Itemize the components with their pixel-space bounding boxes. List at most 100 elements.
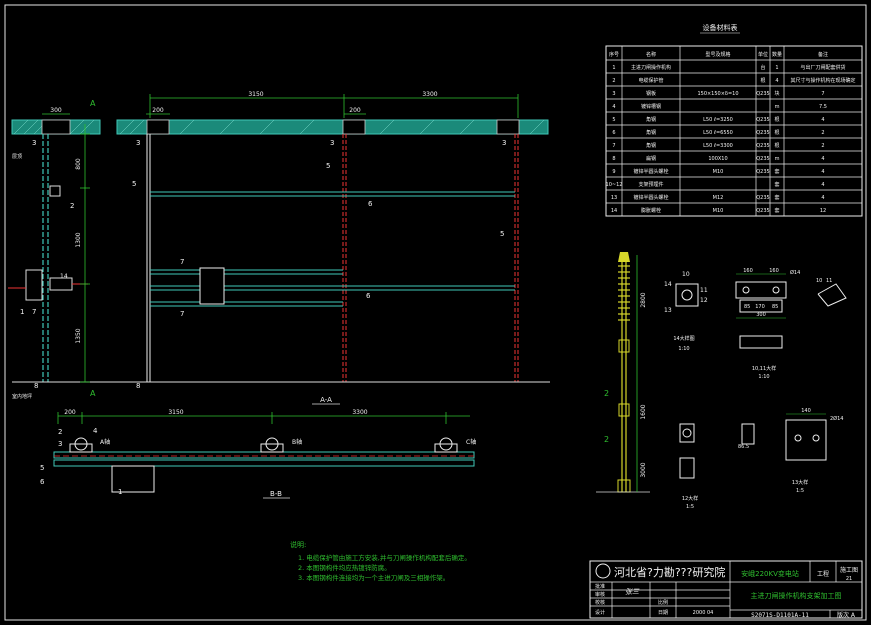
bb-callout-5: 5 (40, 464, 44, 472)
post-callout-2a: 2 (604, 389, 609, 398)
table-cell: 根 (774, 129, 779, 136)
dim-top-200a: 200 (152, 107, 164, 114)
table-cell: M10 (713, 169, 724, 175)
bb-callout-3: 3 (58, 440, 62, 448)
table-title: 设备材料表 (703, 23, 738, 32)
table-cell: 12 (820, 208, 826, 214)
table-cell: m (775, 156, 780, 162)
table-cell: Q235 (756, 143, 769, 149)
dim-d-86: 86.5 (738, 444, 749, 450)
post-callout-2b: 2 (604, 435, 609, 444)
table-cell: 7 (821, 91, 824, 97)
dim-side-1350: 1350 (75, 328, 82, 343)
bb-callout-6: 6 (40, 478, 45, 486)
table-cell: 2 (821, 130, 824, 136)
table-cell: 4 (821, 117, 824, 123)
bb-axis-c: C轴 (466, 438, 476, 446)
row-check: 校核 (595, 599, 605, 606)
table-cell: L50 ℓ=3300 (703, 143, 733, 149)
section-aa-label: A-A (320, 396, 332, 404)
side-callout-7: 7 (32, 308, 36, 316)
side-callout-1: 1 (20, 308, 24, 316)
aa-callout-6a: 6 (368, 200, 373, 208)
section-bb-label: B-B (270, 490, 282, 498)
bb-axis-b: B轴 (292, 438, 302, 446)
table-cell: 镀锌槽钢 (641, 103, 661, 110)
dim-top-3300: 3300 (422, 91, 437, 98)
stage-value: 施工图 (840, 566, 858, 574)
table-cell: 根 (774, 116, 779, 123)
table-cell: Q235 (756, 156, 769, 162)
d1011-callout-10: 10 (816, 278, 822, 284)
d14-scale: 1:10 (678, 346, 689, 352)
table-cell: 角钢 (646, 129, 656, 136)
table-cell: 3 (612, 91, 615, 97)
notes-title: 说明: (290, 540, 306, 549)
aa-callout-5a: 5 (132, 180, 136, 188)
drawing-number: S2071S-D1101A-11 (751, 612, 809, 619)
side-floor-label: 室内地坪 (12, 393, 32, 400)
table-cell: 150×150×δ=10 (697, 91, 738, 97)
dim-side-300: 300 (50, 107, 62, 114)
table-cell: 4 (821, 156, 824, 162)
dim-d-14: Ø14 (790, 269, 800, 276)
table-cell: 6 (612, 130, 615, 136)
dim-side-1300: 1300 (75, 232, 82, 247)
table-cell: 4 (821, 195, 824, 201)
bb-callout-1: 1 (118, 488, 122, 496)
signature: 张三 (625, 588, 640, 596)
dim-side-800: 800 (75, 158, 82, 170)
table-cell: 1 (612, 65, 615, 71)
title-block: 河北省?力勘???研究院 安峨220KV变电站 工程 施工图 21 主进刀闸操作… (589, 560, 863, 619)
d14-callout-13: 13 (664, 307, 672, 314)
d14-callout-10: 10 (682, 271, 690, 278)
side-a-bottom: A (90, 389, 96, 398)
company-logo-icon (595, 563, 611, 579)
table-cell: 镀锌半圆头螺栓 (633, 194, 668, 201)
d1011-label: 10,11大样 (752, 365, 776, 372)
aa-callout-7b: 7 (180, 310, 184, 318)
row-review: 审核 (595, 591, 605, 598)
dim-d-160a: 160 (743, 268, 753, 274)
table-header-cell: 数量 (772, 51, 782, 58)
aa-callout-8: 8 (136, 382, 140, 390)
detail-12: 12大样 1:5 (679, 423, 698, 510)
table-cell: Q235 (756, 169, 769, 175)
aa-callout-3b: 3 (330, 139, 334, 147)
dim-d-170: 170 (755, 304, 765, 310)
company-name: 河北省?力勘???研究院 (614, 565, 725, 579)
d13-label: 13大样 (792, 479, 808, 486)
dim-d-160b: 160 (769, 268, 779, 274)
table-cell: 2 (612, 78, 615, 84)
table-cell: 套 (774, 207, 779, 214)
date-value: 2000 04 (693, 610, 714, 616)
drawing-title: 主进刀闸操作机构支架加工图 (751, 591, 842, 600)
side-wall-label: 层顶 (12, 154, 22, 160)
dim-top-200b: 200 (349, 107, 361, 114)
version: 版次 A (837, 611, 856, 619)
detail-14: 10 14 11 12 13 14大样图 1:10 (664, 271, 708, 352)
note-1: 1. 电缆保护管由施工方安装,并与刀闸操作机构配套后确定。 (298, 553, 471, 562)
table-cell: M12 (713, 195, 724, 201)
table-cell: 2 (821, 143, 824, 149)
stage-label: 工程 (817, 570, 829, 578)
table-cell: 支架预埋件 (638, 181, 663, 188)
table-cell: 14 (611, 208, 617, 214)
aa-callout-7a: 7 (180, 258, 184, 266)
detail-13: 86.5 140 2Ø14 13大样 1:5 (738, 408, 843, 494)
project-name: 安峨220KV变电站 (741, 569, 799, 578)
d1011-scale: 1:10 (758, 374, 769, 380)
dim-post-3000: 3000 (640, 462, 647, 477)
table-cell: 9 (612, 169, 615, 175)
bb-callout-2: 2 (58, 428, 62, 436)
side-callout-14: 14 (60, 273, 68, 280)
table-cell: 7.5 (819, 104, 827, 110)
dim-d-85: 85 (744, 304, 750, 310)
table-cell: 其尺寸与操作机构在现场确定 (790, 77, 855, 84)
table-cell: 与出厂刀闸配套供货 (800, 64, 845, 71)
row-design: 设计 (595, 609, 605, 616)
table-cell: 4 (821, 182, 824, 188)
table-cell: 13 (611, 195, 617, 201)
table-header-cell: 名称 (646, 51, 656, 58)
